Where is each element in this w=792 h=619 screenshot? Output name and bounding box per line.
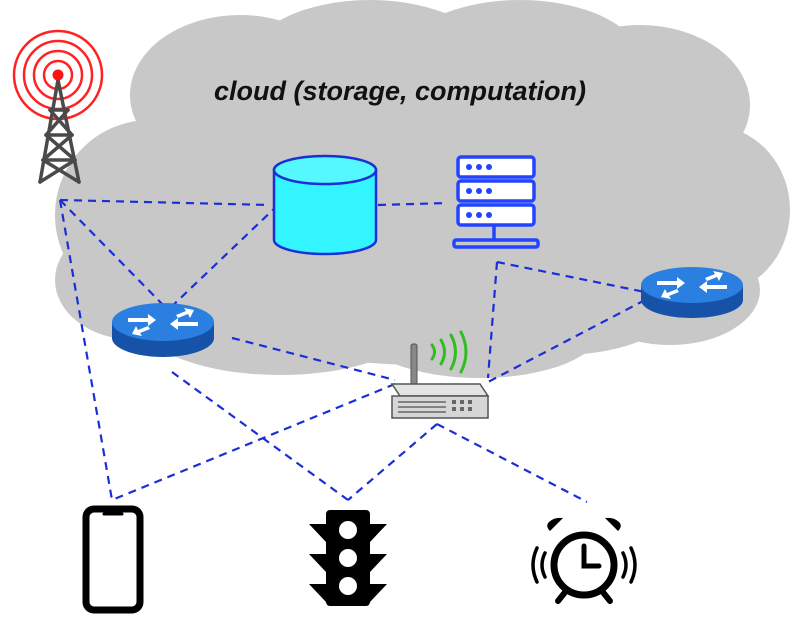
link-cell-tower-storage <box>59 198 271 207</box>
link-storage-router-left <box>167 204 279 311</box>
link-cell-tower-router-left <box>59 199 169 311</box>
cloud-label: cloud (storage, computation) <box>214 76 586 106</box>
alarm-clock-icon[interactable] <box>531 517 637 604</box>
server-icon[interactable] <box>452 155 540 249</box>
wifi-access-point-icon[interactable] <box>390 330 490 419</box>
link-storage-server <box>377 201 449 207</box>
link-server-router-right <box>496 260 646 294</box>
cell-tower-icon[interactable] <box>12 29 104 184</box>
link-router-left-access-point <box>231 336 396 382</box>
router-icon[interactable] <box>641 267 743 318</box>
smartphone-icon[interactable] <box>82 505 144 614</box>
database-icon[interactable] <box>272 154 378 256</box>
link-router-left-traffic-light <box>171 371 349 501</box>
link-access-point-smartphone <box>111 382 396 502</box>
link-server-access-point <box>486 261 499 379</box>
link-cell-tower-smartphone <box>58 199 114 501</box>
link-access-point-alarm-clock <box>436 423 588 503</box>
link-access-point-traffic-light <box>347 423 438 501</box>
router-icon[interactable] <box>112 303 214 357</box>
traffic-light-icon[interactable] <box>309 510 387 606</box>
link-router-right-access-point <box>487 299 646 383</box>
links-layer <box>58 198 646 503</box>
